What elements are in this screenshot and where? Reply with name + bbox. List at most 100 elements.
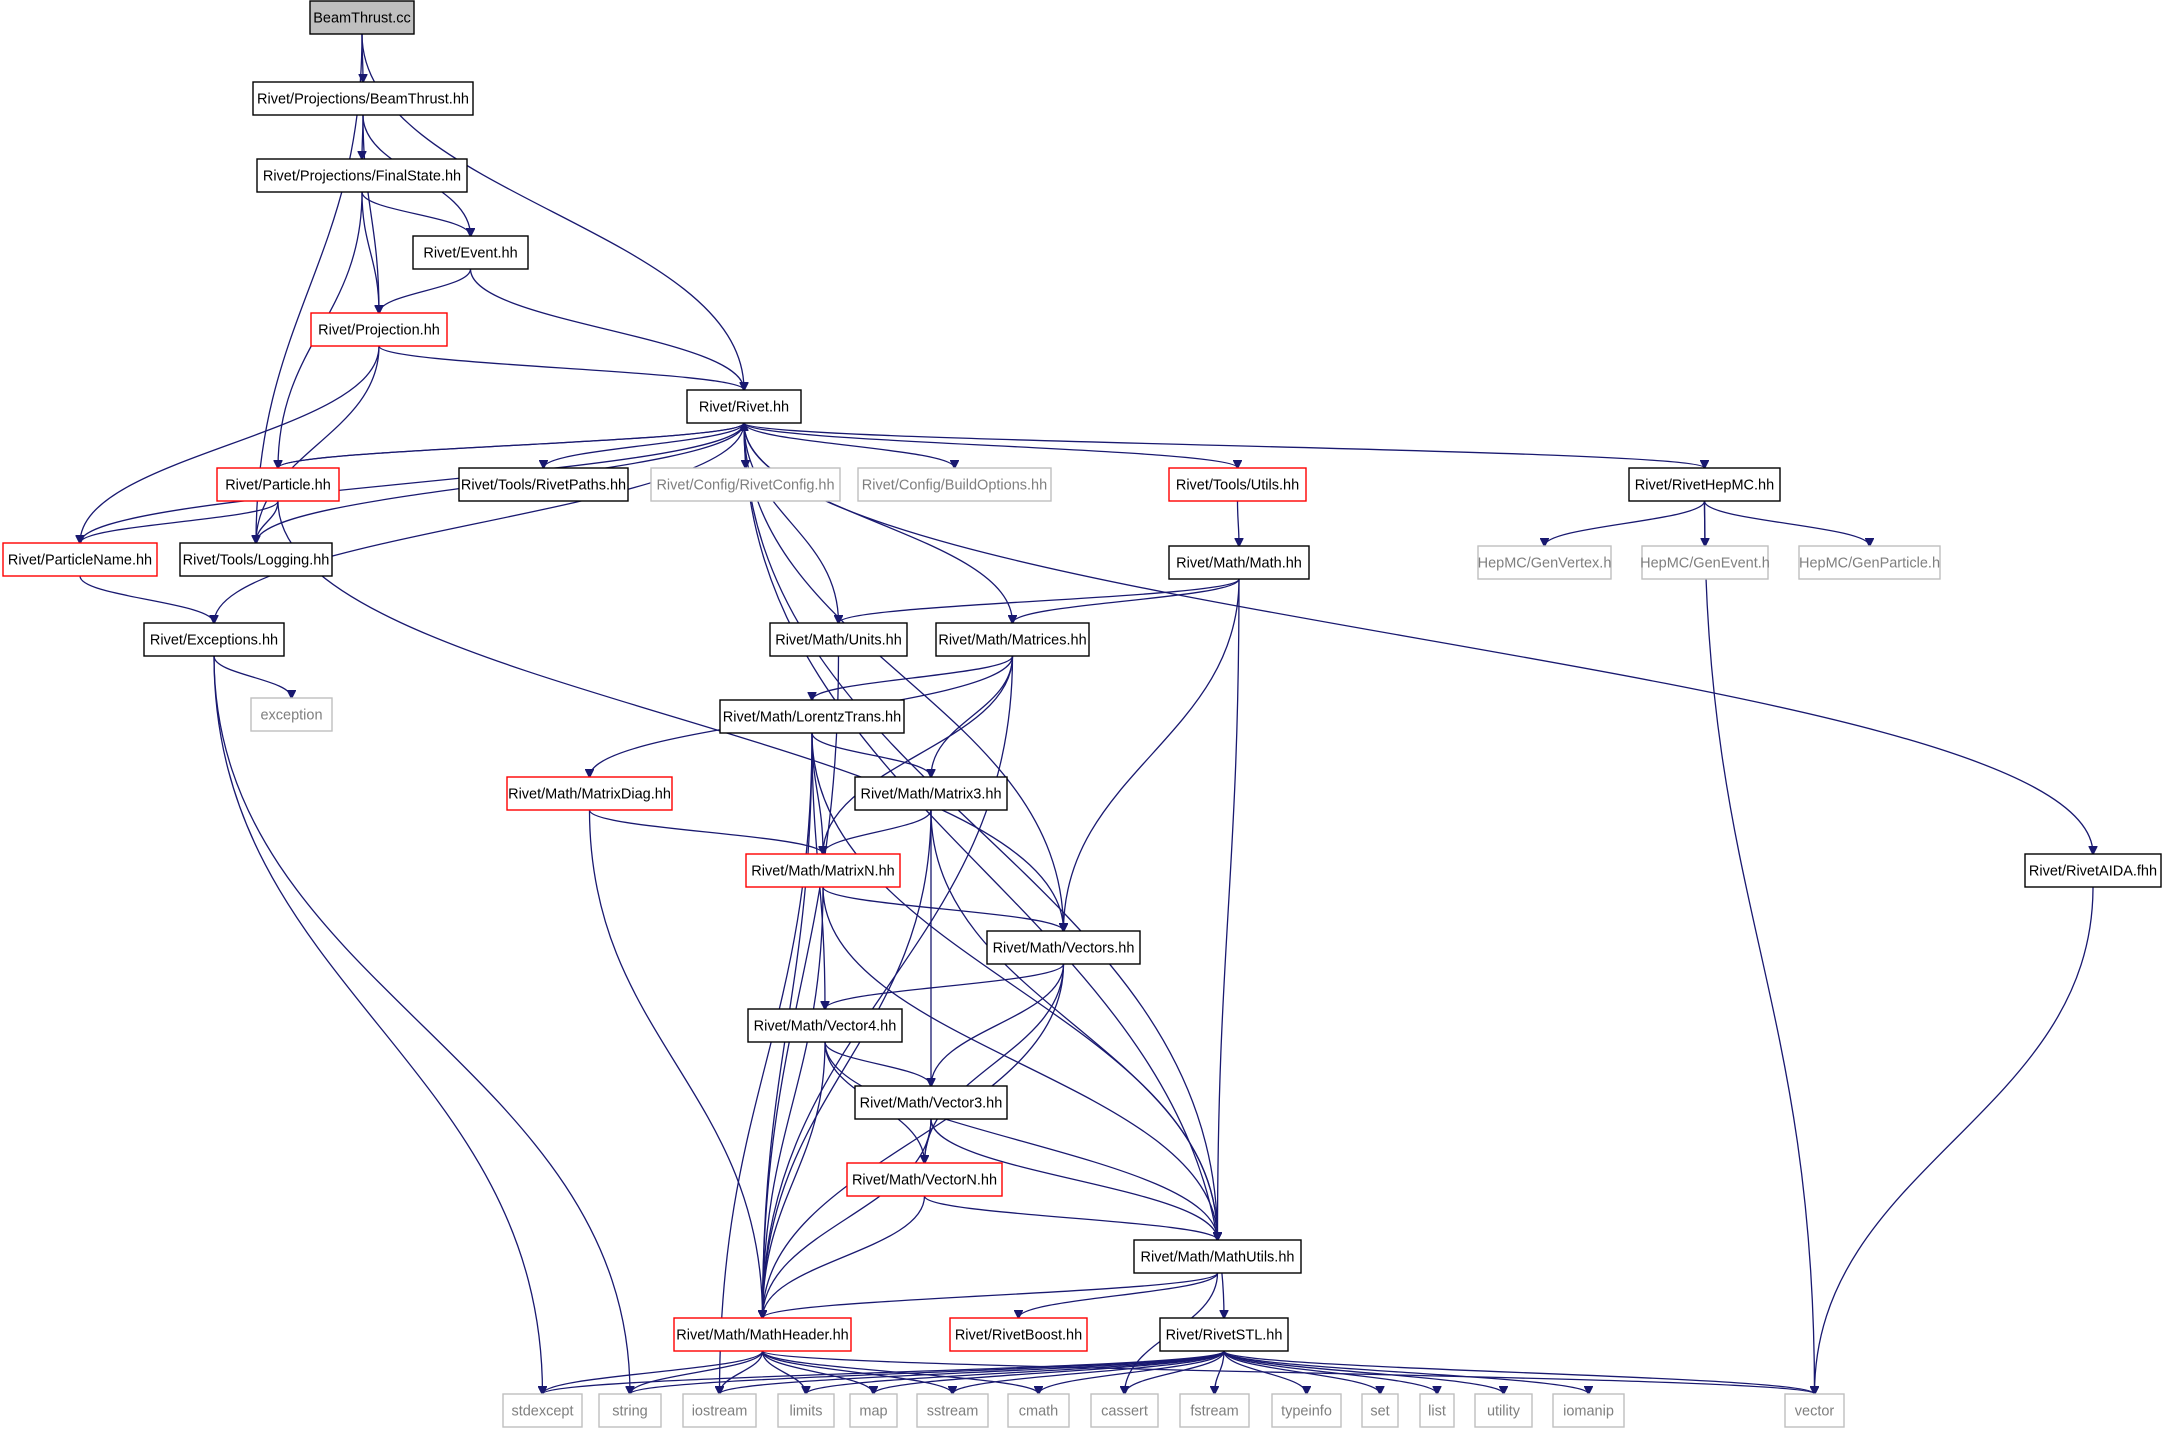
node-rivetpaths[interactable]: Rivet/Tools/RivetPaths.hh [458, 467, 629, 502]
node-rivetstl[interactable]: Rivet/RivetSTL.hh [1159, 1317, 1289, 1352]
node-units[interactable]: Rivet/Math/Units.hh [769, 622, 908, 657]
node-lorentztrans[interactable]: Rivet/Math/LorentzTrans.hh [719, 699, 905, 734]
edge-rivet-to-rivetpaths [544, 422, 745, 468]
node-proj_beamthrust[interactable]: Rivet/Projections/BeamThrust.hh [252, 81, 474, 116]
edge-path [1223, 1350, 1437, 1394]
node-math[interactable]: Rivet/Math/Math.hh [1168, 545, 1310, 580]
edge-path [930, 809, 1218, 1240]
node-exception: exception [250, 697, 333, 732]
node-box [747, 1008, 903, 1043]
edge-path [213, 655, 543, 1394]
edge-rivetstl-to-iomanip [1223, 1350, 1589, 1394]
edge-path [277, 500, 1064, 931]
node-vector: vector [1784, 1393, 1845, 1428]
edge-path [763, 809, 932, 1318]
edge-path [763, 1272, 1219, 1318]
node-projection[interactable]: Rivet/Projection.hh [310, 312, 448, 347]
node-label: iomanip [1563, 1404, 1614, 1420]
node-proj_finalstate[interactable]: Rivet/Projections/FinalState.hh [256, 158, 468, 193]
edge-rivethepmc-to-vector [1703, 500, 1815, 1394]
node-vectors[interactable]: Rivet/Math/Vectors.hh [986, 930, 1141, 965]
node-box [1133, 1239, 1302, 1274]
edge-vectorn-to-mathheader [763, 1195, 926, 1318]
edge-proj_finalstate-to-event [361, 191, 471, 236]
node-rivetboost[interactable]: Rivet/RivetBoost.hh [949, 1317, 1088, 1352]
node-matrix3[interactable]: Rivet/Math/Matrix3.hh [854, 776, 1008, 811]
edge-matrices-to-lorentztrans [812, 655, 1014, 700]
node-box [686, 389, 802, 424]
node-matrixn[interactable]: Rivet/Math/MatrixN.hh [745, 853, 901, 888]
node-label: vector [1795, 1404, 1835, 1420]
node-label: Rivet/Particle.hh [225, 478, 331, 494]
node-particle[interactable]: Rivet/Particle.hh [216, 467, 340, 502]
edge-vectorn-to-mathutils [923, 1195, 1218, 1240]
edge-path [874, 1350, 1225, 1394]
edge-path [930, 1118, 1218, 1240]
node-box [745, 853, 901, 888]
edge-path [743, 422, 1705, 468]
node-matrices[interactable]: Rivet/Math/Matrices.hh [935, 622, 1090, 657]
node-rivetaida[interactable]: Rivet/RivetAIDA.fhh [2024, 853, 2162, 888]
node-label: Rivet/ParticleName.hh [8, 553, 152, 569]
node-exceptions[interactable]: Rivet/Exceptions.hh [143, 622, 285, 657]
edge-matrixdiag-to-matrixn [588, 809, 824, 854]
node-rivethepmc[interactable]: Rivet/RivetHepMC.hh [1628, 467, 1781, 502]
node-label: Rivet/Event.hh [423, 246, 517, 262]
edge-path [588, 809, 763, 1318]
node-box [1419, 1393, 1455, 1428]
node-mathutils[interactable]: Rivet/Math/MathUtils.hh [1133, 1239, 1302, 1274]
edge-path [361, 191, 379, 313]
edge-path [1215, 1350, 1225, 1394]
node-typeinfo: typeinfo [1271, 1393, 1342, 1428]
node-particlename[interactable]: Rivet/ParticleName.hh [2, 542, 158, 577]
edge-projection-to-particlename [80, 345, 380, 543]
node-cassert: cassert [1090, 1393, 1159, 1428]
edge-vectors-to-vector4 [825, 963, 1065, 1009]
edge-proj_finalstate-to-projection [361, 191, 379, 313]
edge-path [1223, 1350, 1815, 1394]
node-label: cmath [1019, 1404, 1059, 1420]
edge-math-to-vectors [1064, 578, 1240, 931]
edge-path [824, 1041, 1218, 1240]
node-label: map [859, 1404, 887, 1420]
edge-rivetstl-to-utility [1223, 1350, 1504, 1394]
edge-vector3-to-mathheader [763, 1118, 932, 1318]
node-label: Rivet/Math/Units.hh [775, 633, 902, 649]
node-box [598, 1393, 662, 1428]
node-beamthrust_cc[interactable]: BeamThrust.cc [309, 0, 415, 35]
edge-rivetstl-to-list [1223, 1350, 1437, 1394]
edge-mathheader-to-string [630, 1350, 764, 1394]
edge-path [931, 655, 1014, 777]
node-box [857, 467, 1052, 502]
node-box [256, 158, 468, 193]
node-box [1168, 467, 1307, 502]
node-label: BeamThrust.cc [313, 11, 411, 27]
node-logging[interactable]: Rivet/Tools/Logging.hh [179, 542, 333, 577]
node-label: sstream [927, 1404, 979, 1420]
node-event[interactable]: Rivet/Event.hh [412, 235, 529, 270]
edge-lorentztrans-to-matrix3 [811, 732, 931, 777]
edge-path [544, 422, 745, 468]
node-label: Rivet/Projection.hh [318, 323, 440, 339]
edge-path [1039, 1350, 1225, 1394]
edge-path [743, 422, 955, 468]
edge-path [761, 1350, 953, 1394]
edge-path [743, 422, 1218, 1240]
node-genevent: HepMC/GenEvent.h [1640, 545, 1770, 580]
node-box [309, 0, 415, 35]
node-label: set [1370, 1404, 1389, 1420]
node-mathheader[interactable]: Rivet/Math/MathHeader.hh [673, 1317, 852, 1352]
node-box [310, 312, 448, 347]
node-vector4[interactable]: Rivet/Math/Vector4.hh [747, 1008, 903, 1043]
edge-beamthrust_cc-to-logging [256, 33, 363, 543]
node-box [986, 930, 1141, 965]
edge-path [822, 886, 1064, 931]
node-utils[interactable]: Rivet/Tools/Utils.hh [1168, 467, 1307, 502]
node-box [1361, 1393, 1399, 1428]
node-vector3[interactable]: Rivet/Math/Vector3.hh [854, 1085, 1008, 1120]
node-box [216, 467, 340, 502]
node-rivet[interactable]: Rivet/Rivet.hh [686, 389, 802, 424]
node-matrixdiag[interactable]: Rivet/Math/MatrixDiag.hh [506, 776, 673, 811]
node-vectorn[interactable]: Rivet/Math/VectorN.hh [846, 1162, 1003, 1197]
node-label: Rivet/Math/VectorN.hh [852, 1173, 997, 1189]
